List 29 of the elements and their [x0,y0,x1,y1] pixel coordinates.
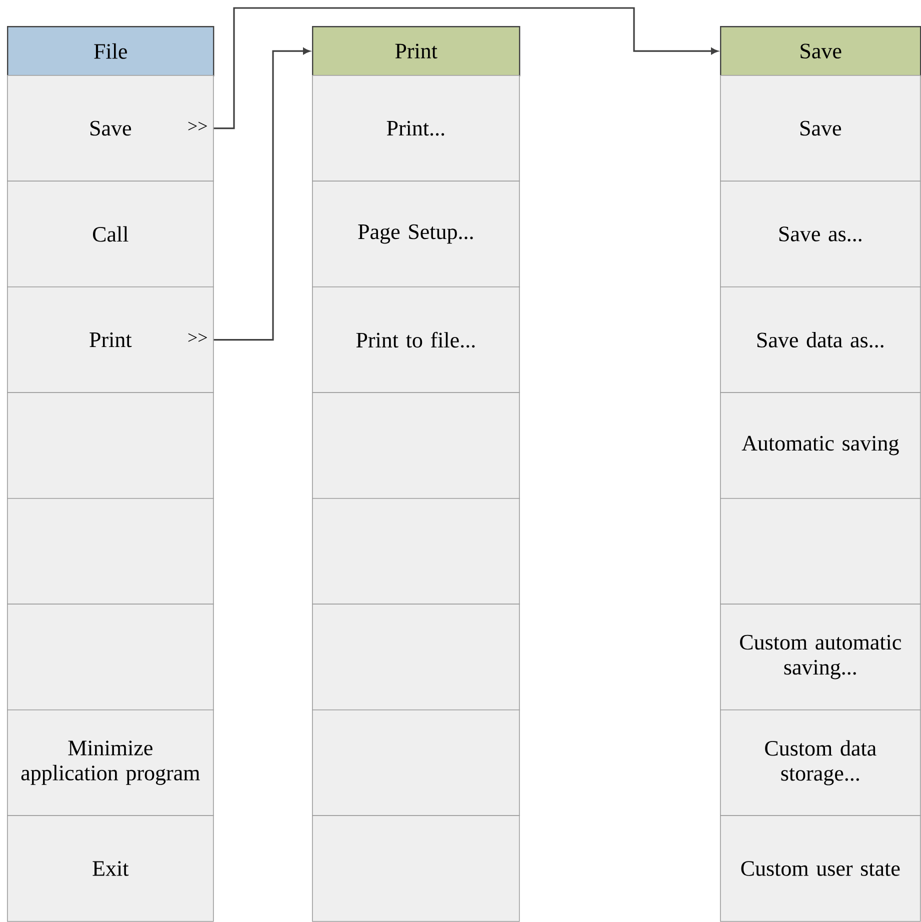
menu-item: Custom automatic saving... [720,604,921,710]
menu-item: Save [720,75,921,182]
empty-menu-cell [7,604,214,710]
submenu-indicator: >> [188,122,207,130]
submenu-indicator: >> [188,333,207,342]
arrow [214,7,718,130]
menu-header: Save [720,26,921,76]
menu-item: Exit [7,815,214,922]
menu-item: Call [7,180,214,288]
empty-menu-cell [7,392,214,499]
menu-header: Print [312,26,520,76]
menu-item: Minimize application program [7,710,214,816]
menu-item: Custom data storage... [720,710,921,816]
menu-header: File [7,26,214,76]
empty-menu-cell [312,710,520,816]
empty-menu-cell [720,498,921,605]
empty-menu-cell [7,498,214,605]
menu-item: Print to file... [312,286,520,394]
menu-item: Save data as... [720,286,921,394]
menu-item: Save as... [720,180,921,288]
menu-item: Custom user state [720,815,921,922]
empty-menu-cell [312,815,520,922]
menu-item: Page Setup... [312,180,520,288]
empty-menu-cell [312,604,520,710]
menu-item: Automatic saving [720,392,921,499]
empty-menu-cell [312,392,520,499]
empty-menu-cell [312,498,520,605]
arrow [214,48,310,341]
menu-item: Print... [312,75,520,182]
